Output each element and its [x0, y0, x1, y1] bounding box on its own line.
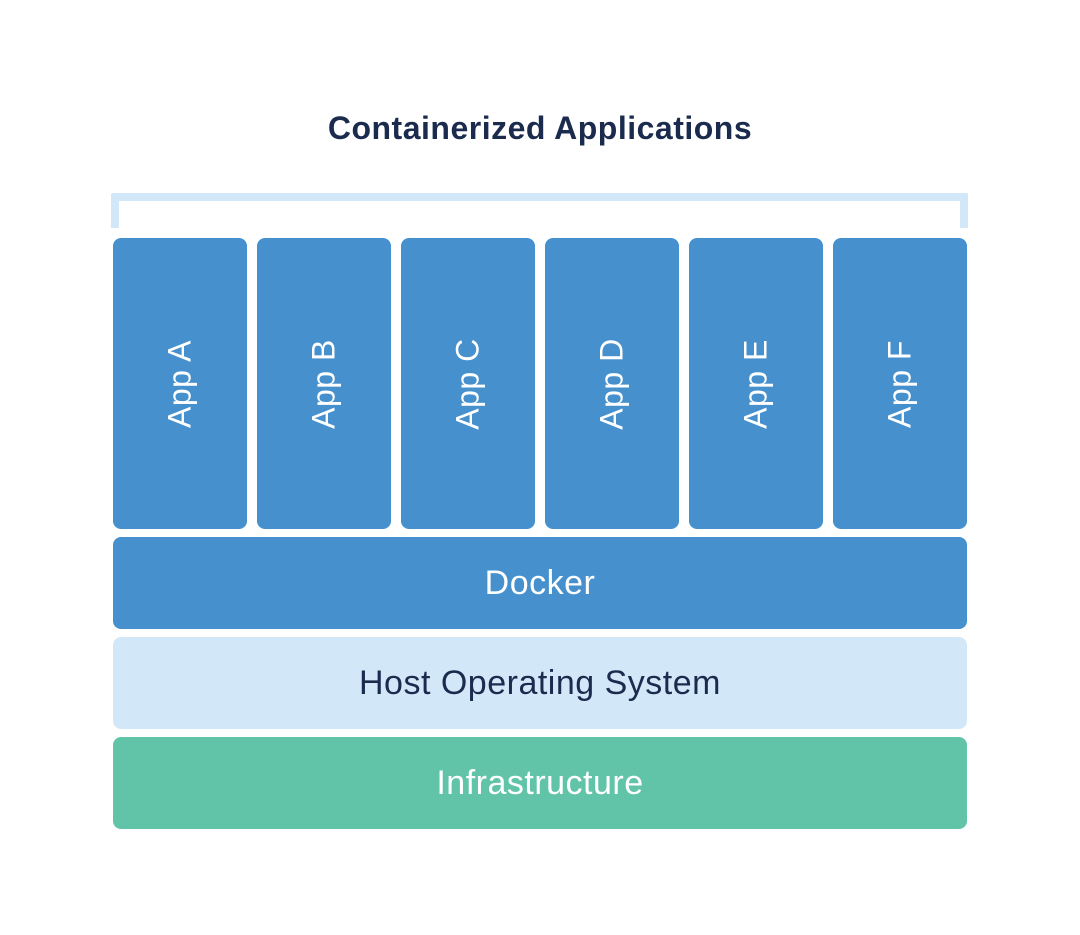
app-box-d: App D	[545, 238, 679, 529]
layer-label: Infrastructure	[436, 763, 644, 802]
app-label: App E	[737, 338, 774, 429]
app-box-e: App E	[689, 238, 823, 529]
layer-label: Host Operating System	[359, 663, 721, 702]
layer-label: Docker	[484, 563, 596, 602]
app-box-b: App B	[257, 238, 391, 529]
apps-group-bracket	[111, 193, 968, 228]
app-label: App D	[593, 337, 630, 430]
app-label: App F	[881, 339, 918, 428]
layer-infrastructure: Infrastructure	[113, 737, 967, 829]
app-label: App A	[161, 339, 198, 428]
apps-row: App A App B App C App D App E App F	[113, 238, 967, 529]
app-box-c: App C	[401, 238, 535, 529]
layer-docker: Docker	[113, 537, 967, 629]
app-label: App C	[449, 337, 486, 430]
diagram-title: Containerized Applications	[327, 110, 753, 146]
app-box-f: App F	[833, 238, 967, 529]
app-label: App B	[305, 338, 342, 429]
app-box-a: App A	[113, 238, 247, 529]
layer-host-os: Host Operating System	[113, 637, 967, 729]
